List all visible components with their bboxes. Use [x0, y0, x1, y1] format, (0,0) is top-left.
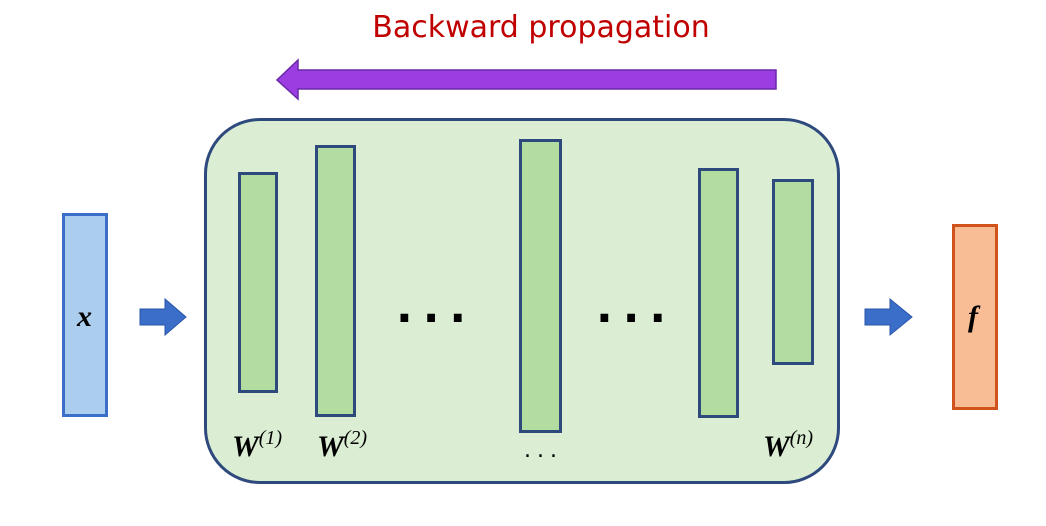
weight-label-1-base: W: [232, 430, 259, 463]
output-arrow: [864, 297, 913, 337]
ellipsis-left: ...: [396, 282, 477, 333]
layer-2: [315, 145, 356, 417]
diagram-title: Backward propagation: [372, 10, 710, 45]
input-arrow: [139, 297, 187, 337]
weight-label-n-base: W: [763, 430, 790, 463]
layer-n: [772, 179, 814, 365]
output-vector: [952, 224, 998, 410]
layer-1: [238, 172, 278, 393]
layer-middle: [519, 139, 562, 433]
weight-label-n: W(n): [763, 427, 813, 464]
ellipsis-label-middle: ...: [524, 438, 563, 463]
weight-label-2-sup: (2): [343, 427, 368, 449]
ellipsis-right: ...: [596, 282, 677, 333]
weight-label-n-sup: (n): [789, 427, 814, 449]
weight-label-1: W(1): [232, 427, 282, 464]
output-label: f: [968, 300, 978, 333]
layer-n-minus-1: [698, 168, 739, 418]
backward-propagation-arrow: [275, 58, 777, 101]
input-label: x: [77, 300, 92, 333]
weight-label-1-sup: (1): [258, 427, 283, 449]
weight-label-2: W(2): [317, 427, 367, 464]
weight-label-2-base: W: [317, 430, 344, 463]
input-vector: [62, 213, 108, 417]
